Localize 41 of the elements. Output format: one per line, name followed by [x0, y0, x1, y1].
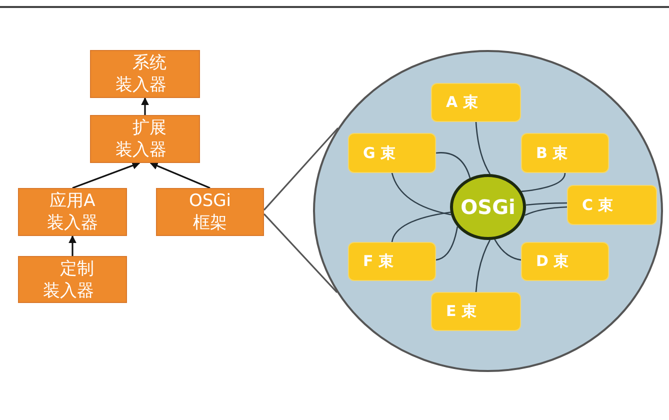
bundle-box: [521, 242, 609, 281]
connector-line: [521, 172, 566, 192]
node-label: E 束: [446, 301, 476, 322]
node-label: 系统装入器: [115, 52, 166, 96]
node-label: B 束: [536, 142, 568, 164]
node-label: OSGi: [460, 194, 516, 221]
connector-line: [526, 202, 567, 206]
arrow: [141, 97, 149, 115]
loader-box: [90, 115, 200, 163]
connector-line: [524, 206, 568, 216]
connector-line: [391, 212, 451, 242]
connector-line: [263, 213, 338, 293]
loader-box: [18, 188, 127, 236]
arrow: [68, 235, 76, 256]
connector-line: [494, 239, 522, 261]
bundle-box: [567, 185, 657, 225]
arrow: [72, 162, 140, 189]
node-label: 定制装入器: [42, 258, 94, 302]
connector-line: [263, 127, 339, 211]
connector-line: [391, 172, 452, 216]
node-label: OSGi 框架: [188, 190, 232, 234]
bundle-box: [521, 133, 609, 173]
node-label: D 束: [536, 251, 569, 272]
connector-line: [436, 226, 458, 261]
loader-box: [156, 188, 264, 236]
bundle-box: [431, 292, 521, 331]
node-label: 应用A 装入器: [46, 190, 99, 234]
loader-box: [18, 256, 127, 303]
connector-line: [436, 152, 471, 178]
node-label: 扩展装入器: [115, 117, 166, 161]
arrow: [150, 162, 210, 189]
node-label: G 束: [363, 142, 396, 164]
node-label: F 束: [363, 251, 394, 272]
bundle-box: [431, 83, 521, 122]
connector-line: [475, 122, 491, 174]
loader-box: [90, 50, 200, 98]
bundle-box: [348, 242, 436, 281]
connector-line: [475, 240, 491, 292]
node-label: A 束: [446, 92, 478, 114]
node-label: C 束: [582, 194, 614, 216]
bundle-box: [348, 133, 436, 173]
